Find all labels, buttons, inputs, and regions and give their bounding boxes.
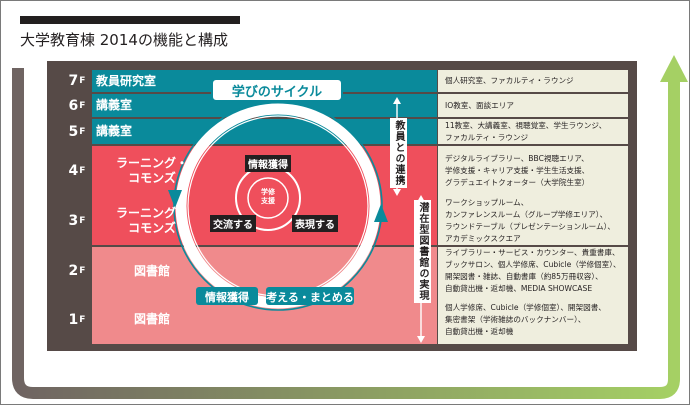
floor-separator xyxy=(60,344,628,346)
floor-desc-band xyxy=(438,196,628,245)
inner-hub xyxy=(247,177,289,219)
side-label: 学修の深化と成果 xyxy=(28,150,41,246)
floor-separator xyxy=(60,117,628,119)
floor-description-line: アカデミックスクエア xyxy=(445,233,521,243)
floor-description-line: IO教室、面談エリア xyxy=(445,100,514,110)
floor-desc-band xyxy=(438,119,628,144)
outer-bottom-right: 考える・まとめる xyxy=(266,291,354,304)
floor-number-digit: 1 xyxy=(68,311,79,328)
floor-room-name: ラーニング・ コモンズ xyxy=(115,156,188,185)
floor-desc-band xyxy=(438,247,628,295)
floor-number-unit: F xyxy=(79,100,86,111)
outer-cycle-arrowhead xyxy=(168,190,182,208)
floor-number-digit: 3 xyxy=(68,212,79,229)
floor-description-line: ライブラリー・サービス・カウンター、貴重書庫、 xyxy=(445,248,620,257)
inner-top-label: 情報獲得 xyxy=(245,155,291,172)
outer-cycle-arrowhead-right xyxy=(374,204,388,222)
floor-description: 個人学修席、Cubicle（学修個室）、開架図書、集密書架（学術雑誌のバックナン… xyxy=(445,295,625,344)
floor-desc-band xyxy=(438,70,628,92)
floor-number-cell xyxy=(60,295,92,344)
cycle-title-pill xyxy=(211,78,343,102)
floor-number-digit: 5 xyxy=(68,123,79,140)
inner-right-label: 表現する xyxy=(292,215,338,232)
floor-description-line: 開架図書・雑誌、自動書庫（約85万冊収容）、 xyxy=(445,272,603,281)
progress-arrow-head xyxy=(660,55,688,82)
floor-band xyxy=(92,119,437,144)
outer-bottom-left: 情報獲得 xyxy=(205,291,249,304)
floor-description: 11教室、大講義室、視聴覚室、学生ラウンジ、ファカルティ・ラウンジ xyxy=(445,119,625,144)
page-title: 大学教育棟 2014の機能と構成 xyxy=(20,31,228,49)
floor-description: 個人研究室、ファカルティ・ラウンジ xyxy=(445,70,625,92)
floor-description-line: ファカルティ・ラウンジ xyxy=(445,132,529,142)
floor-number-digit: 6 xyxy=(68,97,79,114)
floor-description-line: 自動貸出機・返却機 xyxy=(445,326,514,336)
floor-number-unit: F xyxy=(79,215,86,226)
floor-room-name: 図書館 xyxy=(133,263,170,278)
floor-band xyxy=(92,247,437,295)
floor-number-unit: F xyxy=(79,76,86,86)
floor-description-line: 個人研究室、ファカルティ・ラウンジ xyxy=(445,76,574,85)
library-function-label: 潜在型図書館の実現 xyxy=(414,200,431,303)
floor-description-line: ラウンドテーブル（プレゼンテーションルーム）、 xyxy=(445,221,616,231)
floor-description: ライブラリー・サービス・カウンター、貴重書庫、ブックサロン、個人学修席、Cubi… xyxy=(445,247,625,295)
floor-room-name: ラーニング・ コモンズ xyxy=(115,205,188,235)
floor-number-digit: 2 xyxy=(68,263,79,279)
inner-hub-label: 学修 支援 xyxy=(254,188,282,206)
outer-pill-left xyxy=(196,287,258,305)
floor-description-line: 学修支援・キャリア支援・学生生活支援、 xyxy=(445,166,590,175)
floor-number-cell xyxy=(60,70,92,92)
floor-number-unit: F xyxy=(79,314,86,325)
floor-description-line: 個人学修席、Cubicle（学修個室）、開架図書、 xyxy=(445,302,606,312)
floor-description-line: 11教室、大講義室、視聴覚室、学生ラウンジ、 xyxy=(445,120,607,130)
floor-number-unit: F xyxy=(79,266,86,276)
floor-description: ワークショップルーム、カンファレンスルーム（グループ学修エリア）、ラウンドテーブ… xyxy=(445,196,625,245)
floor-description-line: 自動貸出機・返却機、MEDIA SHOWCASE xyxy=(445,284,593,293)
floor-number-cell xyxy=(60,146,92,196)
floor-room-name: 図書館 xyxy=(133,312,170,326)
floor-description-line: 集密書架（学術雑誌のバックナンバー）、 xyxy=(445,314,586,324)
floor-desc-band xyxy=(438,146,628,196)
floor-number-cell xyxy=(60,119,92,144)
floor-separator xyxy=(60,245,628,247)
floor-desc-band xyxy=(438,94,628,117)
floor-description-line: ブックサロン、個人学修席、Cubicle（学修個室）、 xyxy=(445,260,621,269)
floor-number-cell xyxy=(60,247,92,295)
floor-description-line: カンファレンスルーム（グループ学修エリア）、 xyxy=(445,209,608,219)
inner-left-label: 交流する xyxy=(210,215,256,232)
floor-description-line: グラデュエイトクォーター（大学院生室） xyxy=(445,178,590,187)
floor-room-name: 講義室 xyxy=(96,124,133,138)
title-bar xyxy=(20,16,240,24)
floor-description-line: ワークショップルーム、 xyxy=(445,197,529,207)
floor-description: デジタルライブラリー、BBC視聴エリア、学修支援・キャリア支援・学生生活支援、グ… xyxy=(445,146,625,196)
floor-number-cell xyxy=(60,196,92,245)
floor-room-name: 講義室 xyxy=(96,98,133,112)
floor-room-name: 教員研究室 xyxy=(96,73,157,88)
floor-desc-band xyxy=(438,295,628,344)
floor-number-digit: 4 xyxy=(68,163,79,179)
outer-pill-right xyxy=(266,287,354,305)
floor-number-cell xyxy=(60,94,92,117)
floor-separator xyxy=(60,92,628,94)
floor-description: IO教室、面談エリア xyxy=(445,94,625,117)
floor-number-unit: F xyxy=(79,126,86,137)
cycle-title: 学びのサイクル xyxy=(231,85,323,100)
faculty-link-label: 教員との連携 xyxy=(390,118,407,188)
floor-number-digit: 7 xyxy=(68,73,79,89)
progress-arrow xyxy=(12,72,680,399)
hub-text: 学修 支援 xyxy=(261,188,275,205)
floor-description-line: デジタルライブラリー、BBC視聴エリア、 xyxy=(445,154,589,163)
floor-number-unit: F xyxy=(79,166,86,176)
